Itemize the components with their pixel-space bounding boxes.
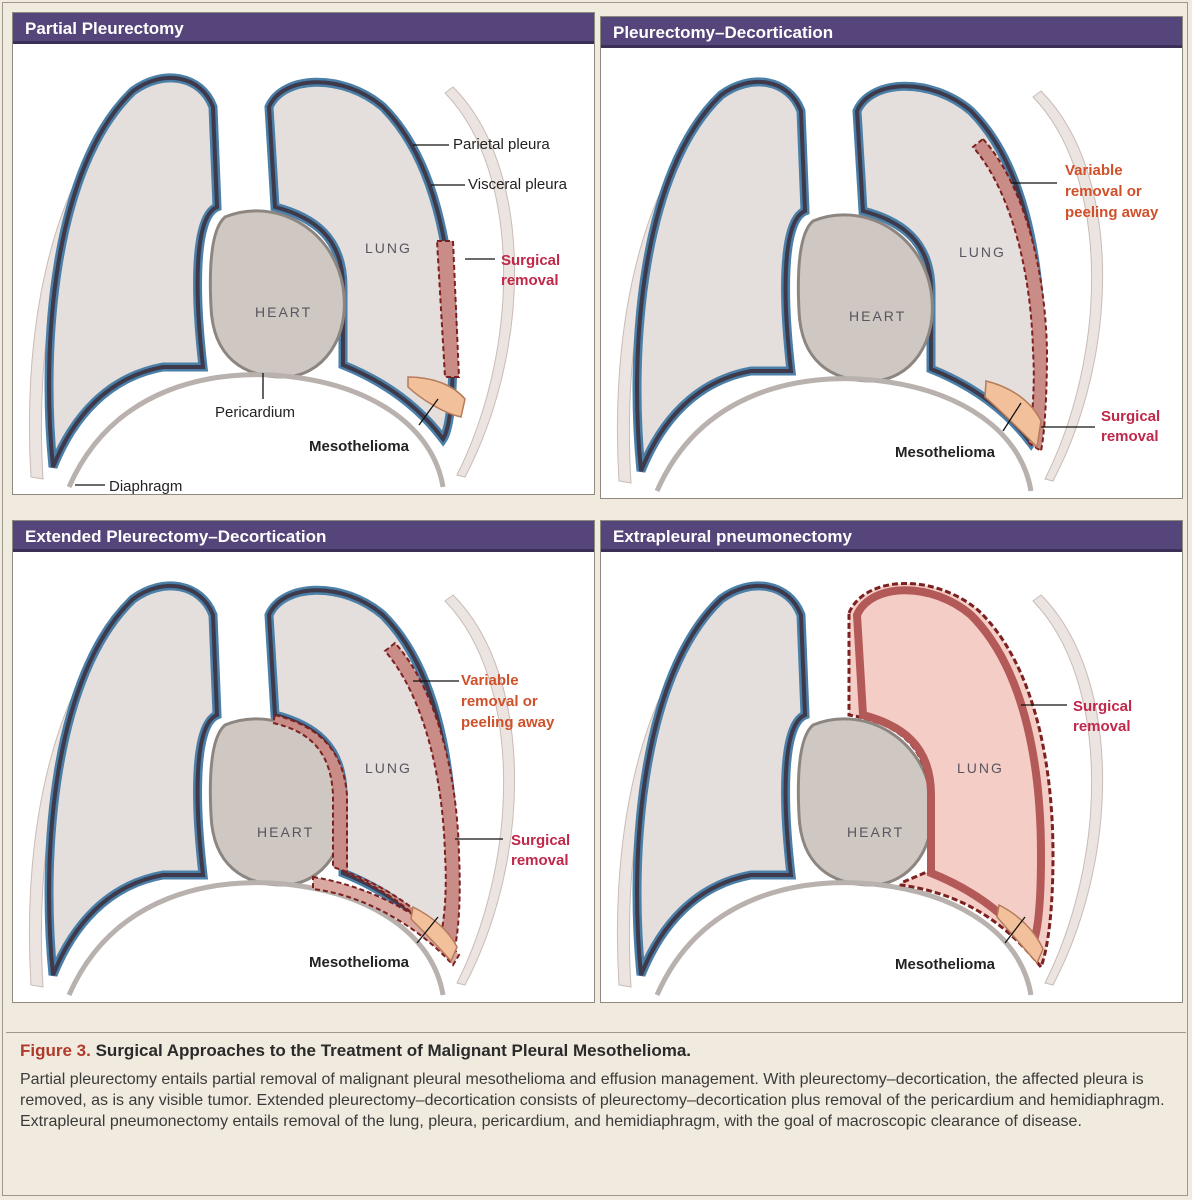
diagram-extrapleural-pneumonectomy: LUNG HEART Surgical removal Mesothelioma [616, 581, 1132, 997]
figure-title: Surgical Approaches to the Treatment of … [95, 1041, 692, 1060]
surgical-removal-label: Surgical [1073, 698, 1132, 715]
resected-hemidiaphragm [312, 875, 461, 967]
panel-title: Pleurectomy–Decortication [601, 17, 1182, 48]
mesothelioma-label: Mesothelioma [895, 956, 996, 973]
diaphragm-label: Diaphragm [109, 478, 182, 494]
caption-body: Partial pleurectomy entails partial remo… [20, 1071, 1165, 1130]
mesothelioma-label: Mesothelioma [895, 444, 996, 461]
mesothelioma-tumor [984, 380, 1042, 449]
surgical-removal-label-2: removal [1073, 718, 1131, 735]
resected-pleura [435, 240, 461, 378]
heart-label: HEART [847, 824, 904, 840]
panel-pleurectomy-decortication: Pleurectomy–Decortication LUNG HEART Var… [600, 16, 1183, 499]
diaphragm [66, 372, 446, 489]
diagram-extended-pleurectomy-decortication: LUNG HEART Variable removal or peeling a… [28, 581, 570, 997]
panel-title: Partial Pleurectomy [13, 13, 594, 44]
figure-label: Figure 3. [20, 1041, 91, 1060]
surgical-removal-label: Surgical [511, 832, 570, 849]
diaphragm [66, 880, 446, 997]
figure-caption: Figure 3. Surgical Approaches to the Tre… [6, 1032, 1186, 1192]
variable-removal-label: Variable [461, 672, 519, 689]
mesothelioma-tumor [407, 376, 466, 418]
panel-extrapleural-pneumonectomy: Extrapleural pneumonectomy LUNG HEART Su… [600, 520, 1183, 1003]
surgical-removal-label-2: removal [1101, 428, 1159, 445]
caption-title: Figure 3. Surgical Approaches to the Tre… [20, 1041, 1172, 1061]
diagram-pleurectomy-decortication: LUNG HEART Variable removal or peeling a… [616, 77, 1160, 493]
panel-title: Extrapleural pneumonectomy [601, 521, 1182, 552]
panel-partial-pleurectomy: Partial Pleurectomy LUNG HEART [12, 12, 595, 495]
heart-label: HEART [255, 304, 312, 320]
lung-label: LUNG [959, 244, 1006, 260]
surgical-removal-label: Surgical [501, 252, 560, 269]
lung-label: LUNG [365, 240, 412, 256]
lung-label: LUNG [365, 760, 412, 776]
mesothelioma-label: Mesothelioma [309, 438, 410, 455]
heart-label: HEART [257, 824, 314, 840]
panel-extended-pleurectomy-decortication: Extended Pleurectomy–Decortication LUNG … [12, 520, 595, 1003]
mesothelioma-label: Mesothelioma [309, 954, 410, 971]
surgical-removal-label: Surgical [1101, 408, 1160, 425]
diaphragm [654, 376, 1034, 493]
variable-removal-label-2: removal or [461, 693, 538, 710]
heart-label: HEART [849, 308, 906, 324]
lung-label: LUNG [957, 760, 1004, 776]
surgical-removal-label-2: removal [501, 272, 559, 289]
variable-removal-label: Variable [1065, 162, 1123, 179]
parietal-pleura-label: Parietal pleura [453, 136, 550, 153]
variable-removal-label-3: peeling away [461, 714, 555, 731]
diagram-partial-pleurectomy: LUNG HEART Parietal pleura Visceral pleu… [28, 73, 568, 494]
mesothelioma-tumor [410, 905, 458, 963]
mesothelioma-tumor [996, 903, 1044, 965]
variable-removal-label-2: removal or [1065, 183, 1142, 200]
surgical-removal-label-2: removal [511, 852, 569, 869]
visceral-pleura-label: Visceral pleura [468, 176, 568, 193]
panel-title: Extended Pleurectomy–Decortication [13, 521, 594, 552]
pericardium-label: Pericardium [215, 404, 295, 421]
resected-lung [847, 582, 1055, 971]
variable-removal-label-3: peeling away [1065, 204, 1159, 221]
diaphragm [654, 880, 1034, 997]
resected-pericardium [271, 641, 461, 957]
